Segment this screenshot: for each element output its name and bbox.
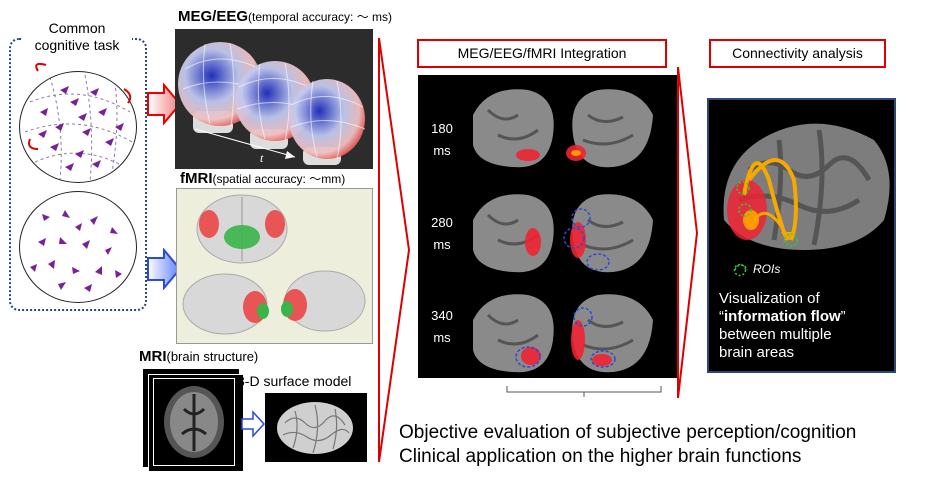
description-line-1: Visualization of — [719, 290, 820, 307]
quote-close: ” — [840, 308, 846, 325]
mri-label: MRI — [139, 348, 167, 365]
caption-line-2: Clinical application on the higher brain… — [399, 446, 802, 467]
connectivity-description: Visualization of “information flow” betw… — [719, 290, 891, 362]
description-line-3: between multiple — [719, 326, 832, 343]
mri-heading: MRI(brain structure) — [139, 348, 258, 366]
fmri-panel — [176, 188, 373, 344]
meg-eeg-panel: t — [175, 29, 373, 169]
integration-bracket — [506, 386, 662, 397]
description-line-4: brain areas — [719, 344, 795, 361]
description-line-2: “information flow” — [719, 308, 891, 326]
integration-title: MEG/EEG/fMRI Integration — [417, 39, 667, 68]
connectivity-chevron — [677, 66, 699, 399]
meg-eeg-heads-image: t — [175, 29, 373, 169]
mri-note: (brain structure) — [166, 349, 259, 364]
integration-chevron — [378, 37, 411, 463]
common-task-label: Common cognitive task — [22, 20, 132, 54]
row-340 — [473, 294, 653, 373]
fmri-brains-image — [182, 194, 366, 335]
connectivity-title: Connectivity analysis — [709, 39, 886, 68]
connectivity-brain-image — [723, 123, 890, 278]
fmri-heading: fMRI(spatial accuracy: 〜mm) — [180, 170, 345, 188]
time-340: 340 ms — [431, 308, 453, 345]
time-axis-label: t — [260, 151, 264, 165]
task-stimulus-random — [19, 191, 137, 303]
meg-eeg-heading: MEG/EEG(temporal accuracy: 〜 ms) — [178, 8, 392, 26]
information-flow-label: information flow — [724, 308, 841, 325]
meg-eeg-note: (temporal accuracy: 〜 ms) — [248, 10, 393, 24]
mri-to-surface-arrow — [241, 410, 266, 438]
integration-brains-image — [473, 89, 653, 373]
task-stimulus-coherent — [19, 71, 137, 183]
surface-model-image — [277, 402, 353, 454]
meg-eeg-label: MEG/EEG — [178, 8, 249, 25]
mri-slice — [153, 378, 235, 466]
fmri-label: fMRI — [180, 170, 213, 187]
random-dots-image — [30, 210, 122, 292]
fmri-note: (spatial accuracy: 〜mm) — [212, 172, 346, 186]
time-280: 280 ms — [431, 215, 453, 252]
roi-legend-label: ROIs — [753, 262, 781, 276]
time-180: 180 ms — [431, 121, 453, 158]
connectivity-panel: ROIs Visualization of “information flow”… — [707, 98, 896, 373]
quote-open: “ — [719, 308, 724, 325]
rotation-arrows — [28, 62, 132, 150]
roi-legend-marker — [733, 263, 747, 277]
row-180 — [473, 89, 653, 168]
row-280 — [473, 194, 653, 273]
surface-model-panel — [265, 393, 367, 462]
integration-panel: 180 ms 280 ms 340 ms — [418, 75, 677, 378]
coherent-dots-image — [24, 74, 133, 182]
surface-model-label: 3-D surface model — [237, 373, 352, 389]
task-to-meg-arrow — [147, 83, 182, 125]
mri-slice-image — [164, 386, 224, 458]
task-to-fmri-arrow — [147, 248, 182, 290]
caption-line-1: Objective evaluation of subjective perce… — [399, 422, 857, 443]
